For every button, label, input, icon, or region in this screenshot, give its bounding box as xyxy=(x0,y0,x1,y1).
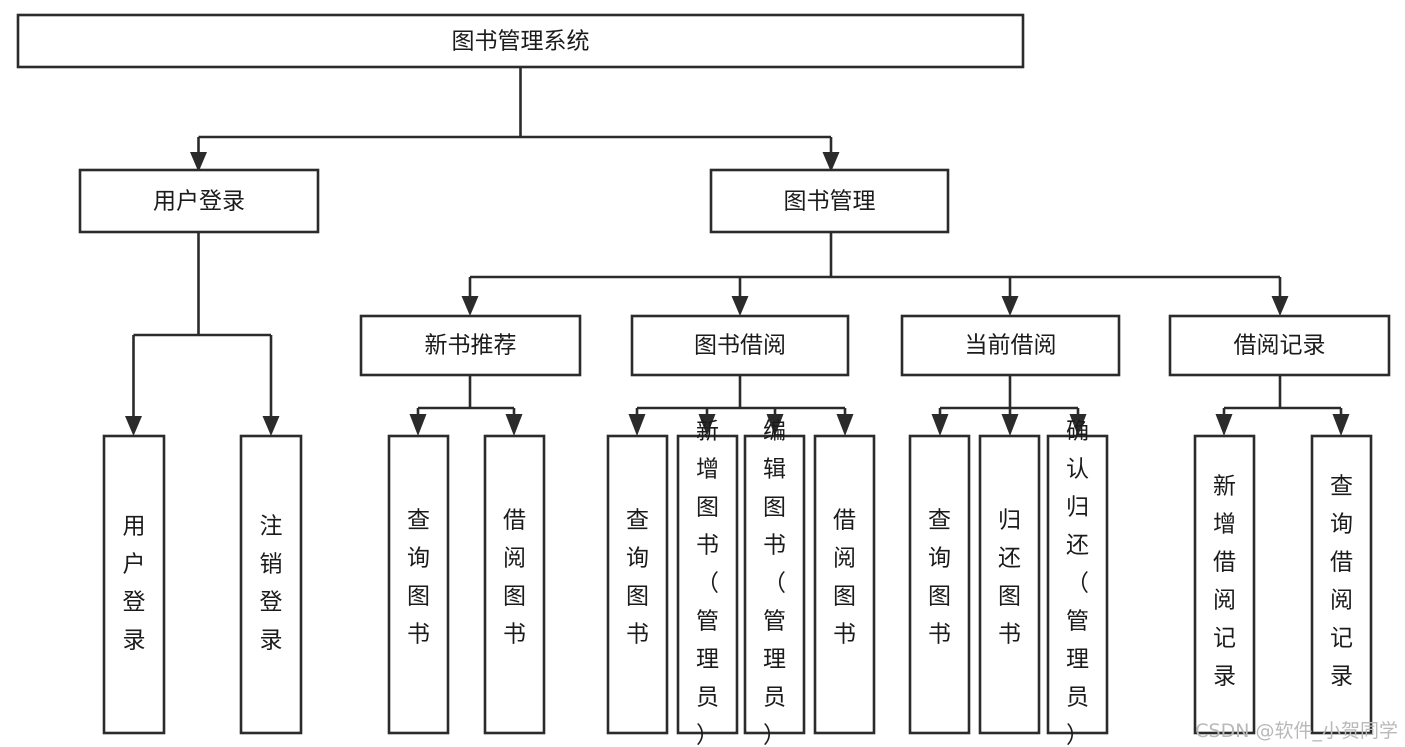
node-leaf-confirm-return-box[interactable] xyxy=(1046,434,1109,735)
node-leaf-user-login-box[interactable] xyxy=(102,434,166,735)
arrow-head-leaf-add-book xyxy=(698,414,716,436)
node-leaf-edit-book-box[interactable] xyxy=(743,434,806,735)
arrow-head-book-manage xyxy=(822,152,840,172)
node-new-book-rec-label: 新书推荐 xyxy=(425,333,517,359)
node-leaf-query-book-3[interactable]: 查询图书 xyxy=(908,434,971,735)
node-book-manage-label: 图书管理 xyxy=(784,189,876,215)
node-book-borrow[interactable]: 图书借阅 xyxy=(630,314,850,377)
node-book-borrow-label: 图书借阅 xyxy=(694,333,786,359)
node-leaf-borrow-book-1[interactable]: 借阅图书 xyxy=(483,434,546,735)
arrow-head-leaf-add-record xyxy=(1215,414,1233,436)
node-new-book-rec-box[interactable] xyxy=(359,314,582,377)
node-user-login-box[interactable] xyxy=(78,168,320,234)
node-leaf-query-book-1-box[interactable] xyxy=(387,434,450,735)
node-current-borrow-box[interactable] xyxy=(900,314,1121,377)
arrow-head-leaf-user-login xyxy=(125,416,142,436)
node-book-manage-box[interactable] xyxy=(709,168,950,234)
node-leaf-query-book-3-box[interactable] xyxy=(908,434,971,735)
node-leaf-edit-book[interactable]: 编辑图书（管理员） xyxy=(743,419,806,747)
node-borrow-record-label: 借阅记录 xyxy=(1234,333,1326,359)
node-leaf-return-book[interactable]: 归还图书 xyxy=(978,434,1041,735)
arrow-head-leaf-confirm-return xyxy=(1069,414,1087,436)
node-leaf-confirm-return-label: 确认归还（管理员） xyxy=(1066,419,1089,747)
node-root-box[interactable] xyxy=(16,13,1025,69)
node-current-borrow-label: 当前借阅 xyxy=(965,333,1057,359)
arrow-head-leaf-return-book xyxy=(1001,414,1019,436)
node-leaf-logout-login-box[interactable] xyxy=(239,434,303,735)
node-book-manage[interactable]: 图书管理 xyxy=(709,168,950,234)
node-leaf-logout-login-label: 注销登录 xyxy=(260,514,283,654)
node-borrow-record-box[interactable] xyxy=(1168,314,1391,377)
arrow-head-current-borrow xyxy=(1001,296,1019,316)
arrow-head-leaf-borrow-book-1 xyxy=(505,414,523,436)
node-leaf-query-record-box[interactable] xyxy=(1310,434,1373,735)
node-user-login[interactable]: 用户登录 xyxy=(78,168,320,234)
arrow-head-leaf-borrow-book-2 xyxy=(836,414,854,436)
node-leaf-query-record-label: 查询借阅记录 xyxy=(1330,474,1353,690)
node-root[interactable]: 图书管理系统 xyxy=(16,13,1025,69)
node-leaf-query-book-1-label: 查询图书 xyxy=(407,508,430,648)
node-current-borrow[interactable]: 当前借阅 xyxy=(900,314,1121,377)
node-leaf-query-book-3-label: 查询图书 xyxy=(928,508,951,648)
node-leaf-user-login[interactable]: 用户登录 xyxy=(102,434,166,735)
arrow-head-user-login xyxy=(190,152,207,172)
arrow-head-new-book-rec xyxy=(461,296,479,316)
node-leaf-return-book-label: 归还图书 xyxy=(998,508,1021,648)
node-leaf-borrow-book-2[interactable]: 借阅图书 xyxy=(813,434,876,735)
node-borrow-record[interactable]: 借阅记录 xyxy=(1168,314,1391,377)
node-leaf-query-record[interactable]: 查询借阅记录 xyxy=(1310,434,1373,735)
arrow-head-leaf-logout-login xyxy=(262,416,280,436)
arrow-head-leaf-edit-book xyxy=(766,414,784,436)
node-leaf-add-record-box[interactable] xyxy=(1193,434,1256,735)
node-leaf-user-login-label: 用户登录 xyxy=(123,514,146,654)
arrow-head-borrow-record xyxy=(1271,296,1289,316)
node-leaf-borrow-book-1-box[interactable] xyxy=(483,434,546,735)
node-leaf-edit-book-label: 编辑图书（管理员） xyxy=(763,419,786,747)
node-leaf-add-record[interactable]: 新增借阅记录 xyxy=(1193,434,1256,735)
node-leaf-query-book-2-label: 查询图书 xyxy=(626,508,649,648)
arrow-head-leaf-query-book-2 xyxy=(628,414,646,436)
node-leaf-add-book[interactable]: 新增图书（管理员） xyxy=(676,419,739,747)
node-leaf-borrow-book-1-label: 借阅图书 xyxy=(503,508,526,648)
node-leaf-borrow-book-2-box[interactable] xyxy=(813,434,876,735)
arrow-head-leaf-query-book-3 xyxy=(931,414,949,436)
watermark-label: CSDN @软件_小贺同学 xyxy=(1195,720,1398,742)
node-new-book-rec[interactable]: 新书推荐 xyxy=(359,314,582,377)
node-leaf-add-book-box[interactable] xyxy=(676,434,739,735)
node-leaf-add-record-label: 新增借阅记录 xyxy=(1213,474,1236,690)
node-leaf-add-book-label: 新增图书（管理员） xyxy=(696,419,719,747)
node-leaf-logout-login[interactable]: 注销登录 xyxy=(239,434,303,735)
node-leaf-borrow-book-2-label: 借阅图书 xyxy=(833,508,856,648)
node-root-label: 图书管理系统 xyxy=(452,29,590,55)
node-leaf-return-book-box[interactable] xyxy=(978,434,1041,735)
node-user-login-label: 用户登录 xyxy=(153,189,245,215)
node-leaf-query-book-1[interactable]: 查询图书 xyxy=(387,434,450,735)
node-leaf-query-book-2[interactable]: 查询图书 xyxy=(606,434,669,735)
node-book-borrow-box[interactable] xyxy=(630,314,850,377)
arrow-head-leaf-query-book-1 xyxy=(409,414,427,436)
edges-group xyxy=(125,67,1350,436)
node-leaf-confirm-return[interactable]: 确认归还（管理员） xyxy=(1046,419,1109,747)
arrow-head-leaf-query-record xyxy=(1332,414,1350,436)
node-leaf-query-book-2-box[interactable] xyxy=(606,434,669,735)
arrow-head-book-borrow xyxy=(731,296,749,316)
